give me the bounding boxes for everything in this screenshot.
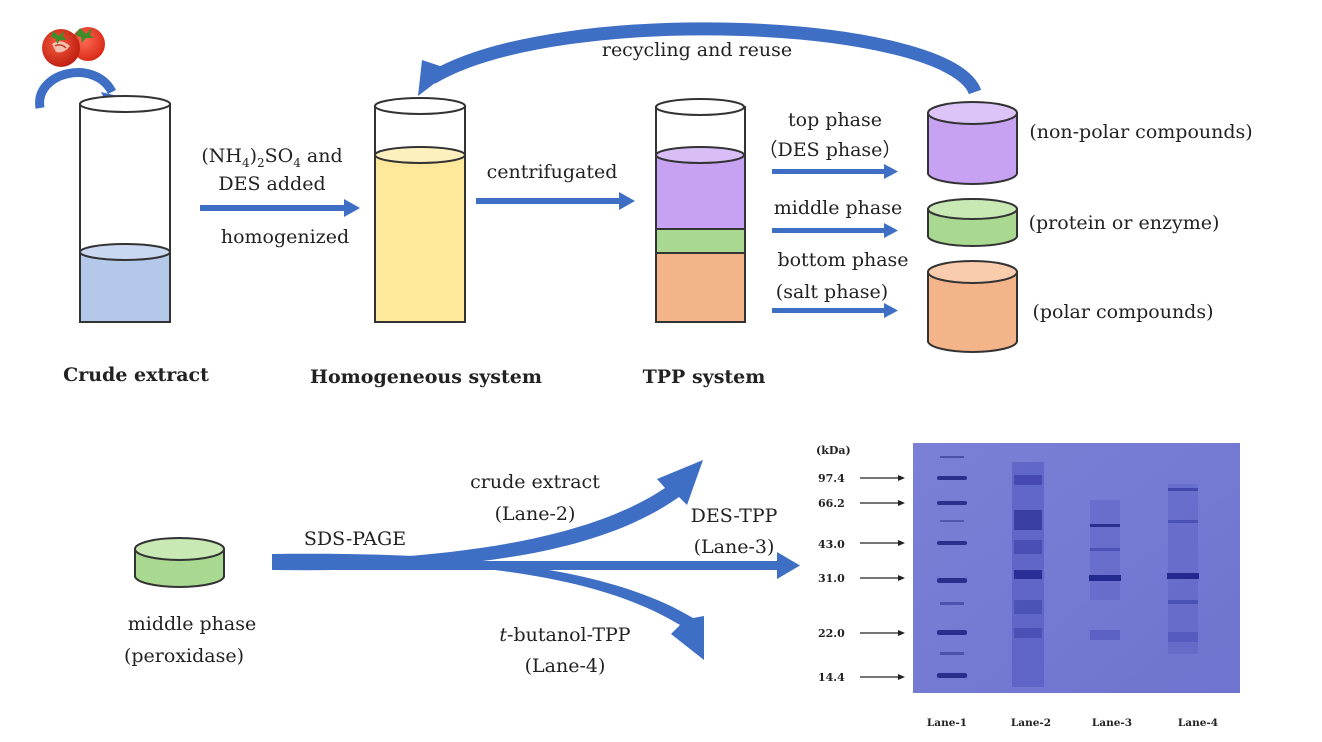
bottom-phase-sub: (salt phase)	[776, 281, 888, 303]
middle-phase-source-label: middle phase	[128, 613, 257, 635]
recycle-arrow	[418, 22, 982, 96]
branch2-lane: (Lane-3)	[694, 536, 775, 558]
middle-phase-source-sub: (peroxidase)	[124, 645, 244, 667]
middle-phase-arrow	[772, 223, 898, 238]
gel-marker-arrows	[860, 475, 905, 680]
tomato-icon	[42, 27, 105, 67]
gel-lane-4-bands	[1167, 484, 1199, 654]
bottom-phase-arrow	[772, 303, 898, 318]
recycle-label: recycling and reuse	[602, 39, 792, 61]
step1-des-added: DES added	[218, 173, 325, 195]
lane-label-3: Lane-3	[1092, 717, 1132, 729]
top-phase-sub: （DES phase）	[759, 139, 902, 161]
sds-page-label: SDS-PAGE	[304, 528, 406, 550]
marker-label-31: 31.0	[818, 572, 845, 585]
branch2-label: DES-TPP	[691, 505, 778, 527]
homogeneous-caption: Homogeneous system	[310, 366, 542, 388]
middle-phase-source-cylinder	[134, 537, 225, 588]
branch1-label: crude extract	[470, 471, 600, 493]
polar-label: (polar compounds)	[1032, 301, 1213, 323]
gel-lane-1-bands	[937, 456, 967, 678]
marker-label-66: 66.2	[818, 497, 845, 510]
tpp-caption: TPP system	[643, 366, 766, 388]
sds-page-gel	[913, 443, 1240, 693]
marker-label-97: 97.4	[818, 472, 845, 485]
branch3-lane: (Lane-4)	[525, 655, 606, 677]
marker-label-43: 43.0	[818, 538, 845, 551]
step2-label: centrifugated	[487, 161, 618, 183]
middle-phase-label: middle phase	[774, 197, 903, 219]
marker-label-22: 22.0	[818, 627, 845, 640]
lane-label-1: Lane-1	[927, 717, 967, 729]
tpp-tube	[655, 98, 746, 323]
lane-label-4: Lane-4	[1178, 717, 1218, 729]
crude-extract-tube	[79, 95, 171, 323]
middle-phase-cylinder	[927, 198, 1018, 247]
homogeneous-tube	[374, 97, 466, 323]
non-polar-label: (non-polar compounds)	[1029, 121, 1252, 143]
lane-label-2: Lane-2	[1011, 717, 1051, 729]
top-phase-label: top phase	[788, 109, 882, 131]
marker-label-14: 14.4	[818, 671, 845, 684]
branch3-label: t-butanol-TPP	[499, 624, 630, 646]
bottom-phase-label: bottom phase	[777, 249, 908, 271]
branch-arrows	[272, 460, 800, 660]
gel-lane-2-bands	[1012, 462, 1044, 687]
crude-extract-caption: Crude extract	[63, 364, 209, 386]
gel-unit-label: (kDa)	[816, 444, 851, 457]
step1-arrow	[200, 199, 360, 217]
step1-homogenized: homogenized	[221, 226, 349, 248]
step1-reagents: (NH4)2SO4 and	[201, 145, 342, 170]
protein-label: (protein or enzyme)	[1029, 212, 1220, 234]
gel-lane-3-bands	[1089, 500, 1121, 640]
gel-marker-labels: 97.4 66.2 43.0 31.0 22.0 14.4	[818, 472, 845, 684]
step2-arrow	[476, 192, 635, 210]
bottom-phase-cylinder	[927, 260, 1018, 353]
top-phase-arrow	[772, 164, 898, 179]
branch1-lane: (Lane-2)	[495, 503, 576, 525]
top-phase-cylinder	[927, 101, 1018, 185]
